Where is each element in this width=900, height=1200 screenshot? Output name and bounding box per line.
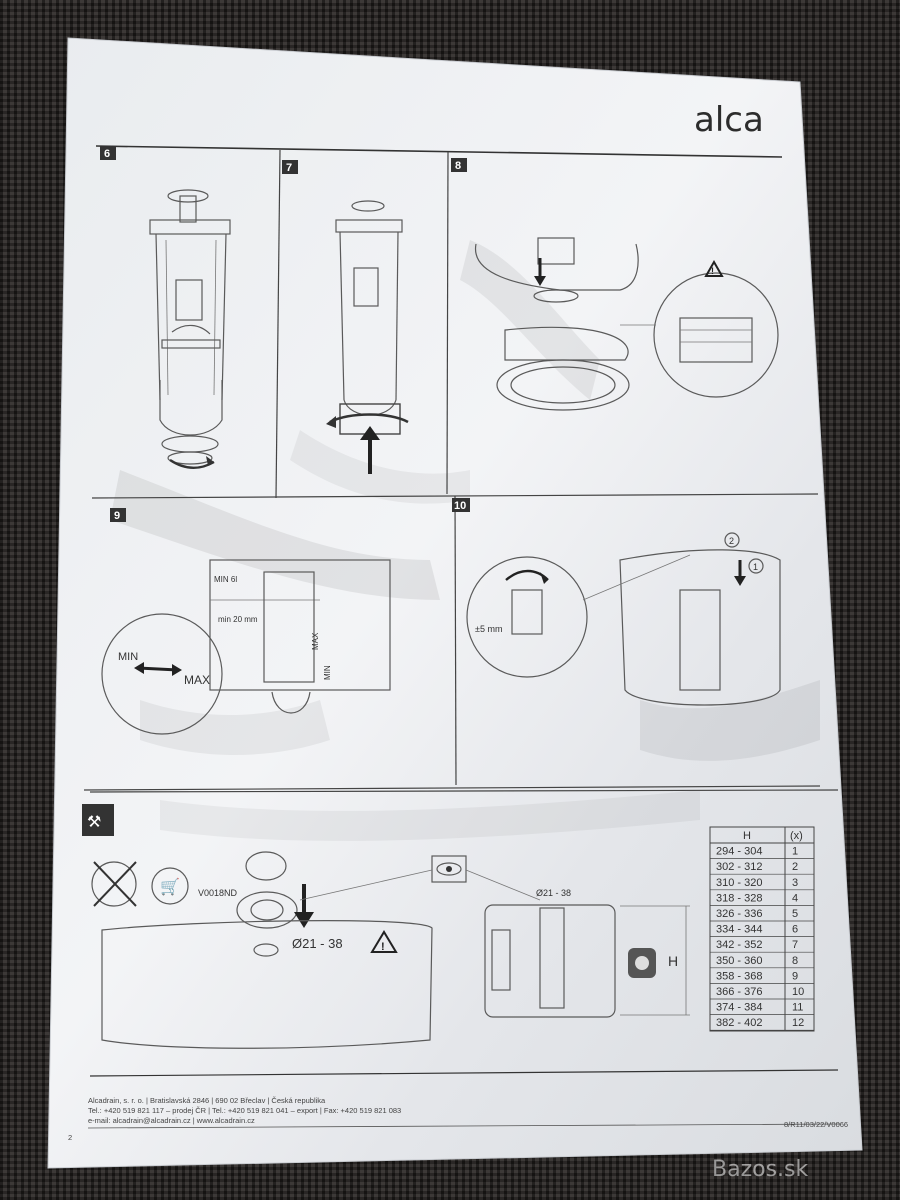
table-cell-x: 12 [792, 1017, 804, 1029]
eye-icon [431, 855, 467, 883]
min-label: MIN [118, 651, 138, 663]
table-cell-x: 7 [792, 939, 798, 951]
min-gap-label: min 20 mm [218, 615, 258, 624]
cistern-lid [101, 920, 433, 1049]
footer-line1: Alcadrain, s. r. o. | Bratislavská 2846 … [88, 1096, 326, 1105]
max-label: MAX [184, 673, 210, 687]
table-cell-h: 302 - 312 [716, 861, 762, 873]
table-header-x: (x) [790, 830, 803, 842]
table-cell-h: 318 - 328 [716, 892, 762, 904]
part-code: V0018ND [198, 888, 238, 898]
step6-valve-illustration [149, 189, 231, 469]
table-cell-h: 382 - 402 [716, 1017, 762, 1029]
step-number: 7 [286, 162, 292, 174]
brand-logo: alca [694, 100, 764, 140]
table-cell-h: 358 - 368 [716, 970, 762, 982]
table-header-h: H [743, 830, 751, 842]
header-rule [95, 145, 783, 158]
footer-line2: Tel.: +420 519 821 117 – prodej ČR | Tel… [88, 1106, 401, 1115]
table-cell-x: 8 [792, 955, 798, 967]
min-volume-label: MIN 6l [214, 575, 237, 584]
table-cell-h: 334 - 344 [716, 924, 762, 936]
height-label: H [668, 953, 678, 969]
height-table: H (x) 294 - 304 1 302 - 312 2 310 - 320 3 318 … [709, 826, 815, 1032]
table-cell-x: 5 [792, 908, 798, 920]
tolerance-label: ±5 mm [475, 624, 502, 634]
no-disposal-icon [91, 861, 137, 907]
cart-icon [151, 867, 189, 905]
table-cell-x: 2 [792, 861, 798, 873]
cistern-section [484, 904, 616, 1018]
table-cell-x: 10 [792, 986, 804, 998]
step8-cistern-illustration: ! [475, 237, 779, 411]
table-cell-h: 374 - 384 [716, 1002, 762, 1014]
step-box-7: 7 [282, 160, 298, 174]
step10-button-illustration: ±5 mm 2 1 [466, 532, 781, 706]
table-cell-h: 366 - 376 [716, 986, 762, 998]
table-cell-x: 9 [792, 970, 798, 982]
axis-min-label: MIN [323, 665, 332, 680]
ring-seal [236, 891, 298, 929]
callout-1: 1 [753, 562, 758, 572]
table-cell-x: 6 [792, 924, 798, 936]
table-cell-h: 310 - 320 [716, 877, 762, 889]
svg-text:🛒: 🛒 [160, 877, 180, 896]
warning-icon [370, 930, 398, 953]
table-cell-h: 294 - 304 [716, 846, 762, 858]
page-number: 2 [68, 1133, 72, 1142]
step-number: 10 [454, 500, 466, 512]
step-box-10: 10 [452, 498, 470, 512]
table-cell-x: 3 [792, 877, 798, 889]
watermark: Bazos.sk [712, 1157, 808, 1182]
step-box-6: 6 [100, 146, 116, 160]
button-cap [245, 851, 287, 881]
svg-text:!: ! [711, 266, 714, 276]
measure-person-icon: ⚒ [87, 812, 101, 831]
table-cell-h: 326 - 336 [716, 908, 762, 920]
document-code: 8/R11/03/22/V0066 [784, 1120, 848, 1129]
panel-grid [83, 149, 839, 793]
table-cell-h: 342 - 352 [716, 939, 762, 951]
step-number: 8 [455, 160, 461, 172]
footer-line3: e-mail: alcadrain@alcadrain.cz | www.alc… [88, 1116, 255, 1125]
table-cell-x: 11 [792, 1002, 803, 1014]
table-cell-h: 350 - 360 [716, 955, 762, 967]
step9-adjust-illustration: MIN MAX MIN 6l min 20 mm MAX MIN [101, 559, 391, 735]
callout-2: 2 [729, 536, 734, 546]
footer-rule [89, 1069, 839, 1077]
bottom-section: ⚒ 🛒 V0018ND Ø21 - 38 ! Ø21 - 38 [82, 804, 815, 1049]
step-number: 6 [104, 148, 110, 160]
svg-text:!: ! [381, 941, 385, 953]
table-cell-x: 4 [792, 892, 798, 904]
step-number: 9 [114, 510, 120, 522]
diameter-left: Ø21 - 38 [292, 936, 343, 951]
table-cell-x: 1 [792, 846, 798, 858]
step-box-9: 9 [110, 508, 126, 522]
axis-max-label: MAX [311, 632, 320, 650]
step7-valve-illustration [326, 200, 409, 474]
diameter-right: Ø21 - 38 [536, 888, 571, 898]
step-box-8: 8 [451, 158, 467, 172]
